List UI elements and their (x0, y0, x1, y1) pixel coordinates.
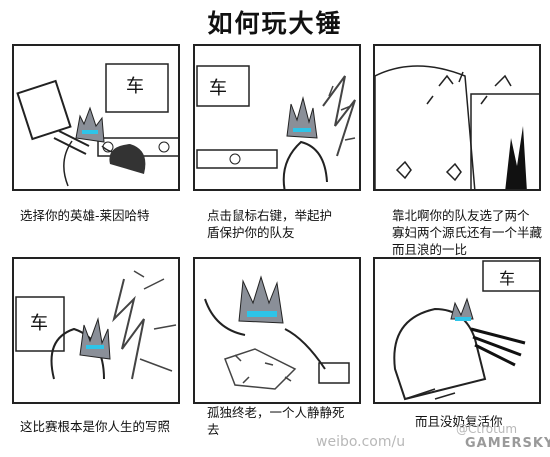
dying-alone-drawing (204, 275, 350, 390)
caption-3-line1: 靠北啊你的队友选了两个 (392, 208, 530, 223)
no-healer-drawing (393, 260, 539, 401)
car-sign-label: 车 (499, 269, 516, 288)
watermark-site: GAMERSKY (465, 436, 550, 451)
comic-panel-3 (373, 44, 541, 191)
watermark-weibo: weibo.com/u (316, 434, 406, 450)
page-title: 如何玩大锤 (207, 9, 343, 38)
caption-3: 靠北啊你的队友选了两个 寡妇两个源氏还有一个半藏 而且浪的一比 (392, 207, 542, 258)
getting-hit-drawing (15, 270, 177, 380)
comic-panel-4: 车 (12, 257, 180, 404)
caption-5: 孤独终老，一个人静静死 去 (207, 404, 345, 438)
caption-5-line2: 去 (207, 422, 220, 437)
car-sign-label: 车 (126, 76, 144, 97)
caption-2-line2: 盾保护你的队友 (207, 225, 295, 240)
hero-select-drawing (16, 63, 178, 187)
comic-panel-1: 车 (12, 44, 180, 191)
car-sign-label: 车 (30, 313, 48, 334)
caption-2: 点击鼠标右键，举起护 盾保护你的队友 (207, 207, 332, 241)
caption-1: 选择你的英雄-莱因哈特 (20, 208, 150, 223)
caption-2-line1: 点击鼠标右键，举起护 (207, 208, 333, 223)
caption-6: 而且没奶复活你 (415, 414, 503, 429)
watermark-user: @Ctrotum (456, 422, 518, 436)
caption-4: 这比赛根本是你人生的写照 (20, 419, 171, 434)
caption-5-line1: 孤独终老，一个人静静死 (207, 405, 345, 420)
teammates-drawing (375, 65, 539, 189)
caption-3-line2: 寡妇两个源氏还有一个半藏 (392, 225, 543, 240)
comic-panel-6: 车 (373, 257, 541, 404)
comic-panel-5 (193, 257, 361, 404)
car-sign-label: 车 (209, 78, 227, 99)
comic-panel-2: 车 (193, 44, 361, 191)
caption-3-line3: 而且浪的一比 (392, 242, 468, 257)
shield-raise-drawing (196, 65, 356, 189)
